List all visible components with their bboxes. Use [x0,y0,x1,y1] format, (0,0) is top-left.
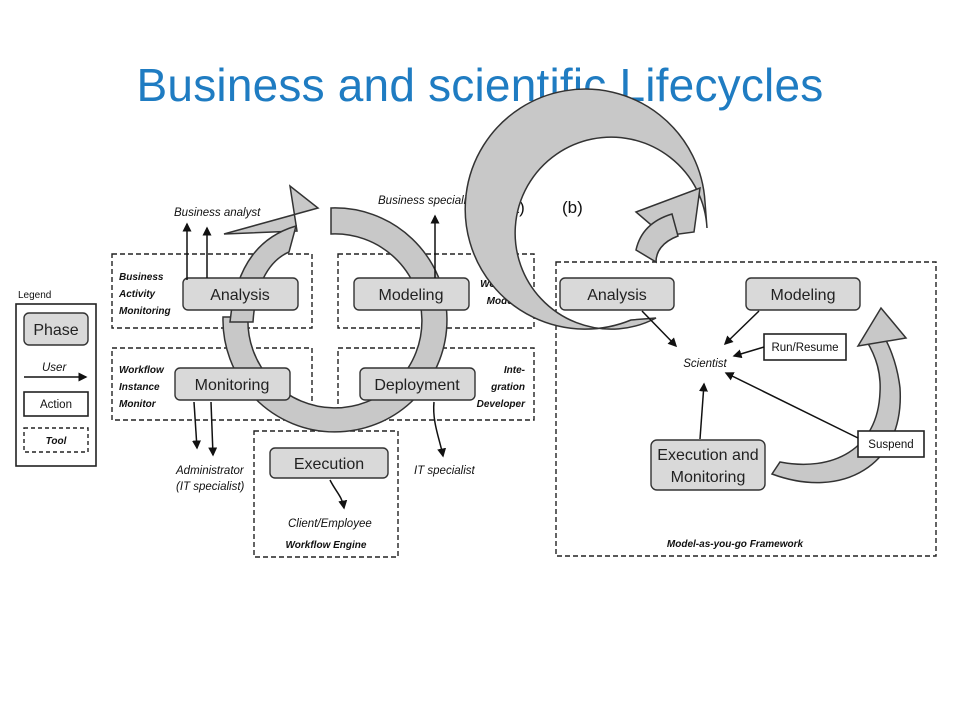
tool-bam-line2: Activity [118,289,156,300]
tool-workflow-engine: Workflow Engine [286,540,367,551]
tool-bam-line1: Business [119,272,164,283]
phase-execution-a [269,447,389,479]
phase-analysis-a [182,277,299,311]
phase-analysis-a-label: Analysis [210,287,270,304]
phase-deployment-a [359,367,476,401]
user-administrator-line1: Administrator [175,465,245,477]
action-suspend-label: Suspend [868,439,913,451]
cycle-band-b [464,88,708,330]
user-business-specialist: Business specialist [378,195,476,207]
arrow-analysis-to-scientist [641,310,678,348]
tool-wim-line3: Monitor [119,399,157,410]
phase-modeling-b-label: Modeling [771,287,836,304]
diagram-b-label: (b) [562,198,583,217]
cycle-arrow-tail-b [635,213,679,264]
action-suspend [857,430,925,458]
legend-action-box [23,391,89,417]
legend-tool-label: Tool [46,436,67,447]
tool-integration-line3: Developer [477,399,526,410]
cycle-arrowhead-a [223,184,320,235]
user-client-employee: Client/Employee [288,518,372,530]
tool-bam-line3: Monitoring [119,306,171,317]
phase-monitoring-a-label: Monitoring [195,377,270,394]
arrow-deployment-to-it-specialist [432,401,447,458]
arrow-execution-to-client [329,479,348,510]
phase-analysis-b-label: Analysis [587,287,647,304]
arrow-execution-to-scientist [698,382,708,440]
page-title: Business and scientific Lifecycles [136,59,824,111]
arrow-run-resume-to-scientist [732,346,765,359]
model-as-you-go-framework-box [555,261,937,557]
legend-tool-box [23,427,89,453]
tool-box-bam [111,253,313,329]
phase-modeling-a-label: Modeling [379,287,444,304]
tool-wim-line2: Instance [119,382,160,393]
phase-execution-b-line2: Monitoring [671,469,746,486]
user-administrator-line2: (IT specialist) [176,481,245,493]
diagram-a: Analysis Modeling Monitoring Deployment … [111,184,535,558]
legend: Legend Phase User Action Tool [15,290,97,467]
phase-deployment-a-label: Deployment [374,377,460,394]
user-it-specialist: IT specialist [414,465,476,477]
phase-execution-monitoring-b [650,439,766,491]
diagram-b: Analysis Modeling Execution and Monitori… [464,88,937,557]
arrow-monitoring-to-administrator-2 [208,401,218,457]
phase-execution-b-line1: Execution and [657,447,758,464]
action-run-resume [763,333,847,361]
legend-heading: Legend [18,290,51,301]
legend-action-label: Action [40,399,72,411]
phase-monitoring-a [174,367,291,401]
phase-execution-a-label: Execution [294,456,364,473]
legend-phase-label: Phase [33,322,78,339]
arrow-monitoring-to-administrator [192,401,202,450]
user-scientist: Scientist [683,358,727,370]
action-run-resume-label: Run/Resume [771,342,838,354]
legend-user-label: User [42,362,67,374]
arrow-modeling-to-scientist [723,310,760,346]
arrow-suspend-to-scientist [724,372,859,439]
phase-analysis-b [559,277,675,311]
legend-phase-box [23,312,89,346]
tool-workflow-modeler-line2: Modeler [487,296,526,307]
tool-integration-line1: Inte- [504,365,526,376]
cycle-band-a [222,207,448,433]
tool-integration-line2: gration [490,382,525,393]
phase-modeling-a [353,277,470,311]
framework-label: Model-as-you-go Framework [667,539,804,550]
user-business-analyst: Business analyst [174,207,261,219]
tool-wim-line1: Workflow [119,365,165,376]
suspend-loop-arrowhead [856,306,908,348]
phase-modeling-b [745,277,861,311]
